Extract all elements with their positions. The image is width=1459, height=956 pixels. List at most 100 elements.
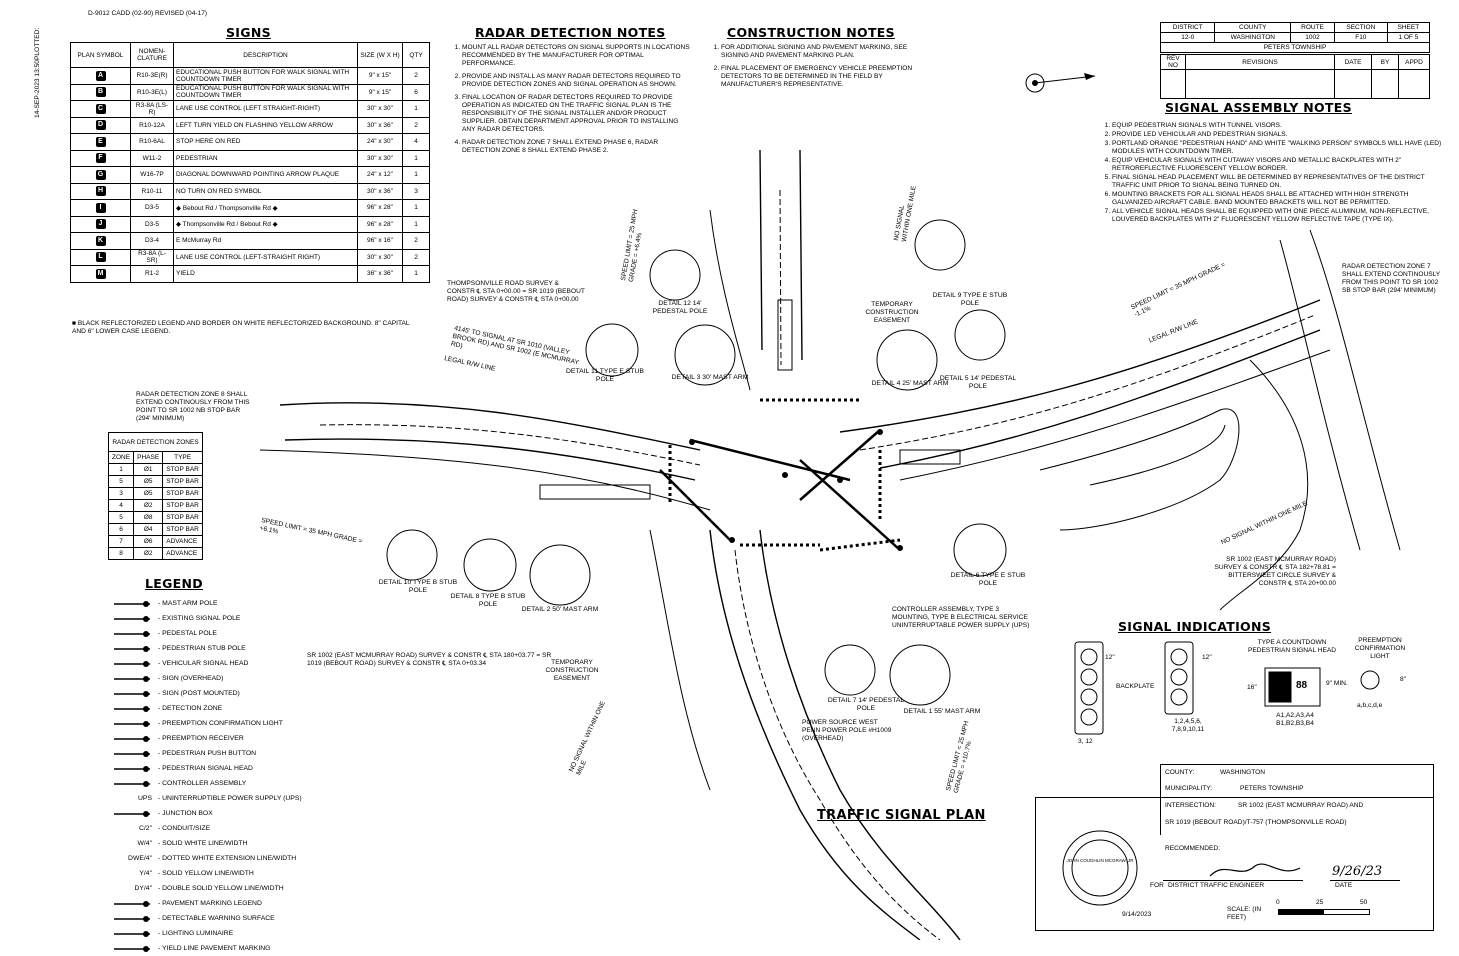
dim-12-a: 12" bbox=[1105, 654, 1115, 661]
route-value: 1002 bbox=[1290, 32, 1335, 43]
signal-assembly-list: EQUIP PEDESTRIAN SIGNALS WITH TUNNEL VIS… bbox=[1096, 122, 1442, 225]
legend-label: - VEHICULAR SIGNAL HEAD bbox=[158, 660, 249, 667]
radar-notes-list: MOUNT ALL RADAR DETECTORS ON SIGNAL SUPP… bbox=[446, 44, 692, 160]
radar-zones-title: RADAR DETECTION ZONES bbox=[108, 432, 203, 452]
legend-symbol bbox=[78, 689, 158, 699]
legend-item: - LIGHTING LUMINAIRE bbox=[78, 926, 338, 941]
radar-zone-row: 6 Ø4 STOP BAR bbox=[107, 523, 203, 536]
radar-zone-row: 5 Ø5 STOP BAR bbox=[107, 475, 203, 488]
assembly-note: ALL VEHICLE SIGNAL HEADS SHALL BE EQUIPP… bbox=[1112, 208, 1442, 224]
radar-zone-row: 1 Ø1 STOP BAR bbox=[107, 463, 203, 476]
phase-header: PHASE bbox=[133, 451, 164, 464]
legend-list: - MAST ARM POLE - EXISTING SIGNAL POLE - P… bbox=[78, 596, 338, 956]
legend-label: - UNINTERRUPTIBLE POWER SUPPLY (UPS) bbox=[158, 795, 302, 802]
detail-label: DETAIL 9 TYPE E STUB POLE bbox=[932, 292, 1008, 307]
scale-25: 25 bbox=[1316, 899, 1324, 906]
legend-symbol bbox=[78, 749, 158, 759]
county-value: WASHINGTON bbox=[1214, 32, 1292, 43]
legend-symbol: Y/4" bbox=[139, 870, 152, 877]
legend-item: - EXISTING SIGNAL POLE bbox=[78, 611, 338, 626]
legend-symbol bbox=[78, 764, 158, 774]
signs-row: L R3-8A (L-SR) LANE USE CONTROL (LEFT-ST… bbox=[70, 248, 430, 266]
legend-item: - PEDESTRIAN STUB POLE bbox=[78, 641, 338, 656]
sign-nomenclature: D3-5 bbox=[130, 199, 174, 217]
rev-date-label: DATE bbox=[1334, 54, 1372, 70]
radar-zone-row: 4 Ø2 STOP BAR bbox=[107, 499, 203, 512]
legend-item: - SIGN (POST MOUNTED) bbox=[78, 686, 338, 701]
radar-note: RADAR DETECTION ZONE 7 SHALL EXTEND PHAS… bbox=[462, 139, 692, 155]
phase-cell: Ø1 bbox=[133, 463, 164, 476]
plotted-label: PLOTTED: bbox=[34, 27, 41, 60]
sign-symbol: L bbox=[70, 248, 131, 266]
legend-symbol bbox=[78, 674, 158, 684]
dim-8: 8" bbox=[1400, 676, 1407, 683]
detail-label: DETAIL 11 TYPE E STUB POLE bbox=[566, 368, 644, 383]
legend-item: - PREEMPTION CONFIRMATION LIGHT bbox=[78, 716, 338, 731]
sign-nomenclature: D3-4 bbox=[130, 232, 174, 250]
dim-16: 16" bbox=[1247, 684, 1257, 691]
legend-symbol bbox=[78, 719, 158, 729]
sign-nomenclature: R10-12A bbox=[130, 116, 174, 134]
legend-label: - MAST ARM POLE bbox=[158, 600, 218, 607]
revisions-label: REVISIONS bbox=[1185, 54, 1335, 70]
plotted-date: 14-SEP-2023 13:50 bbox=[34, 60, 41, 118]
construction-note: FOR ADDITIONAL SIGNING AND PAVEMENT MARK… bbox=[721, 44, 921, 60]
heads-ped: A1,A2,A3,A4 B1,B2,B3,B4 bbox=[1276, 712, 1314, 727]
rev-by-label: BY bbox=[1371, 54, 1399, 70]
signal-assembly-title: SIGNAL ASSEMBLY NOTES bbox=[1165, 100, 1352, 115]
municipality-value: PETERS TOWNSHIP bbox=[1240, 785, 1304, 792]
signs-row: F W11-2 PEDESTRIAN 30" x 30" 1 bbox=[70, 149, 430, 167]
sign-qty: 1 bbox=[402, 100, 430, 118]
type-cell: STOP BAR bbox=[162, 499, 203, 512]
legend-symbol bbox=[78, 599, 158, 609]
intersection-value-2: SR 1019 (BEBOUT ROAD)/T-757 (THOMPSONVIL… bbox=[1165, 819, 1347, 826]
rev-appd-label: APPD bbox=[1398, 54, 1430, 70]
sign-symbol: K bbox=[70, 232, 131, 250]
sign-nomenclature: R1-2 bbox=[130, 265, 174, 283]
assembly-note: EQUIP PEDESTRIAN SIGNALS WITH TUNNEL VIS… bbox=[1112, 122, 1442, 130]
sign-size: 9" x 15" bbox=[357, 67, 403, 85]
legend-label: - PEDESTRIAN STUB POLE bbox=[158, 645, 246, 652]
temp-easement-north: TEMPORARY CONSTRUCTION EASEMENT bbox=[865, 301, 919, 324]
legend-title: LEGEND bbox=[145, 576, 203, 591]
legend-symbol bbox=[78, 914, 158, 924]
approval-block bbox=[1035, 797, 1434, 931]
sign-nomenclature: W16-7P bbox=[130, 166, 174, 184]
legend-symbol bbox=[78, 644, 158, 654]
type-cell: STOP BAR bbox=[162, 511, 203, 524]
phase-cell: Ø4 bbox=[133, 523, 164, 536]
township-value: PETERS TOWNSHIP bbox=[1160, 42, 1430, 53]
radar-zone-row: 7 Ø6 ADVANCE bbox=[107, 535, 203, 548]
legend-symbol bbox=[78, 899, 158, 909]
signs-row: D R10-12A LEFT TURN YIELD ON FLASHING YE… bbox=[70, 116, 430, 134]
detail-label: DETAIL 5 14' PEDESTAL POLE bbox=[939, 375, 1017, 390]
legend-label: - EXISTING SIGNAL POLE bbox=[158, 615, 241, 622]
type-cell: ADVANCE bbox=[162, 547, 203, 560]
sign-symbol: C bbox=[70, 100, 131, 118]
type-cell: STOP BAR bbox=[162, 523, 203, 536]
legend-symbol: W/4" bbox=[137, 840, 153, 847]
zone-cell: 1 bbox=[107, 463, 135, 476]
rev-no-label: REV NO bbox=[1160, 54, 1186, 70]
sign-symbol: G bbox=[70, 166, 131, 184]
radar-notes-title: RADAR DETECTION NOTES bbox=[475, 25, 666, 40]
sign-symbol: M bbox=[70, 265, 131, 283]
power-source-label: POWER SOURCE WEST PENN POWER POLE #H1009… bbox=[802, 719, 892, 742]
sign-qty: 4 bbox=[402, 133, 430, 151]
legend-label: - SIGN (OVERHEAD) bbox=[158, 675, 224, 682]
sign-symbol: J bbox=[70, 215, 131, 233]
sign-symbol: I bbox=[70, 199, 131, 217]
heads-pre: a,b,c,d,e bbox=[1357, 702, 1383, 709]
thompsonville-survey-label: THOMPSONVILLE ROAD SURVEY & CONSTR ℄ STA… bbox=[447, 280, 585, 303]
sig-line bbox=[1163, 880, 1303, 881]
radar-zone-row: 8 Ø2 ADVANCE bbox=[107, 547, 203, 560]
legend-label: - DETECTION ZONE bbox=[158, 705, 223, 712]
legend-label: - CONDUIT/SIZE bbox=[158, 825, 211, 832]
radar-note: MOUNT ALL RADAR DETECTORS ON SIGNAL SUPP… bbox=[462, 44, 692, 68]
sr1002-survey-label: SR 1002 (EAST MCMURRAY ROAD) SURVEY & CO… bbox=[307, 652, 552, 667]
legend-symbol bbox=[78, 734, 158, 744]
county-label: COUNTY bbox=[1214, 22, 1292, 33]
sign-symbol: B bbox=[70, 83, 131, 101]
controller-label: CONTROLLER ASSEMBLY, TYPE 3 MOUNTING, TY… bbox=[892, 606, 1030, 629]
